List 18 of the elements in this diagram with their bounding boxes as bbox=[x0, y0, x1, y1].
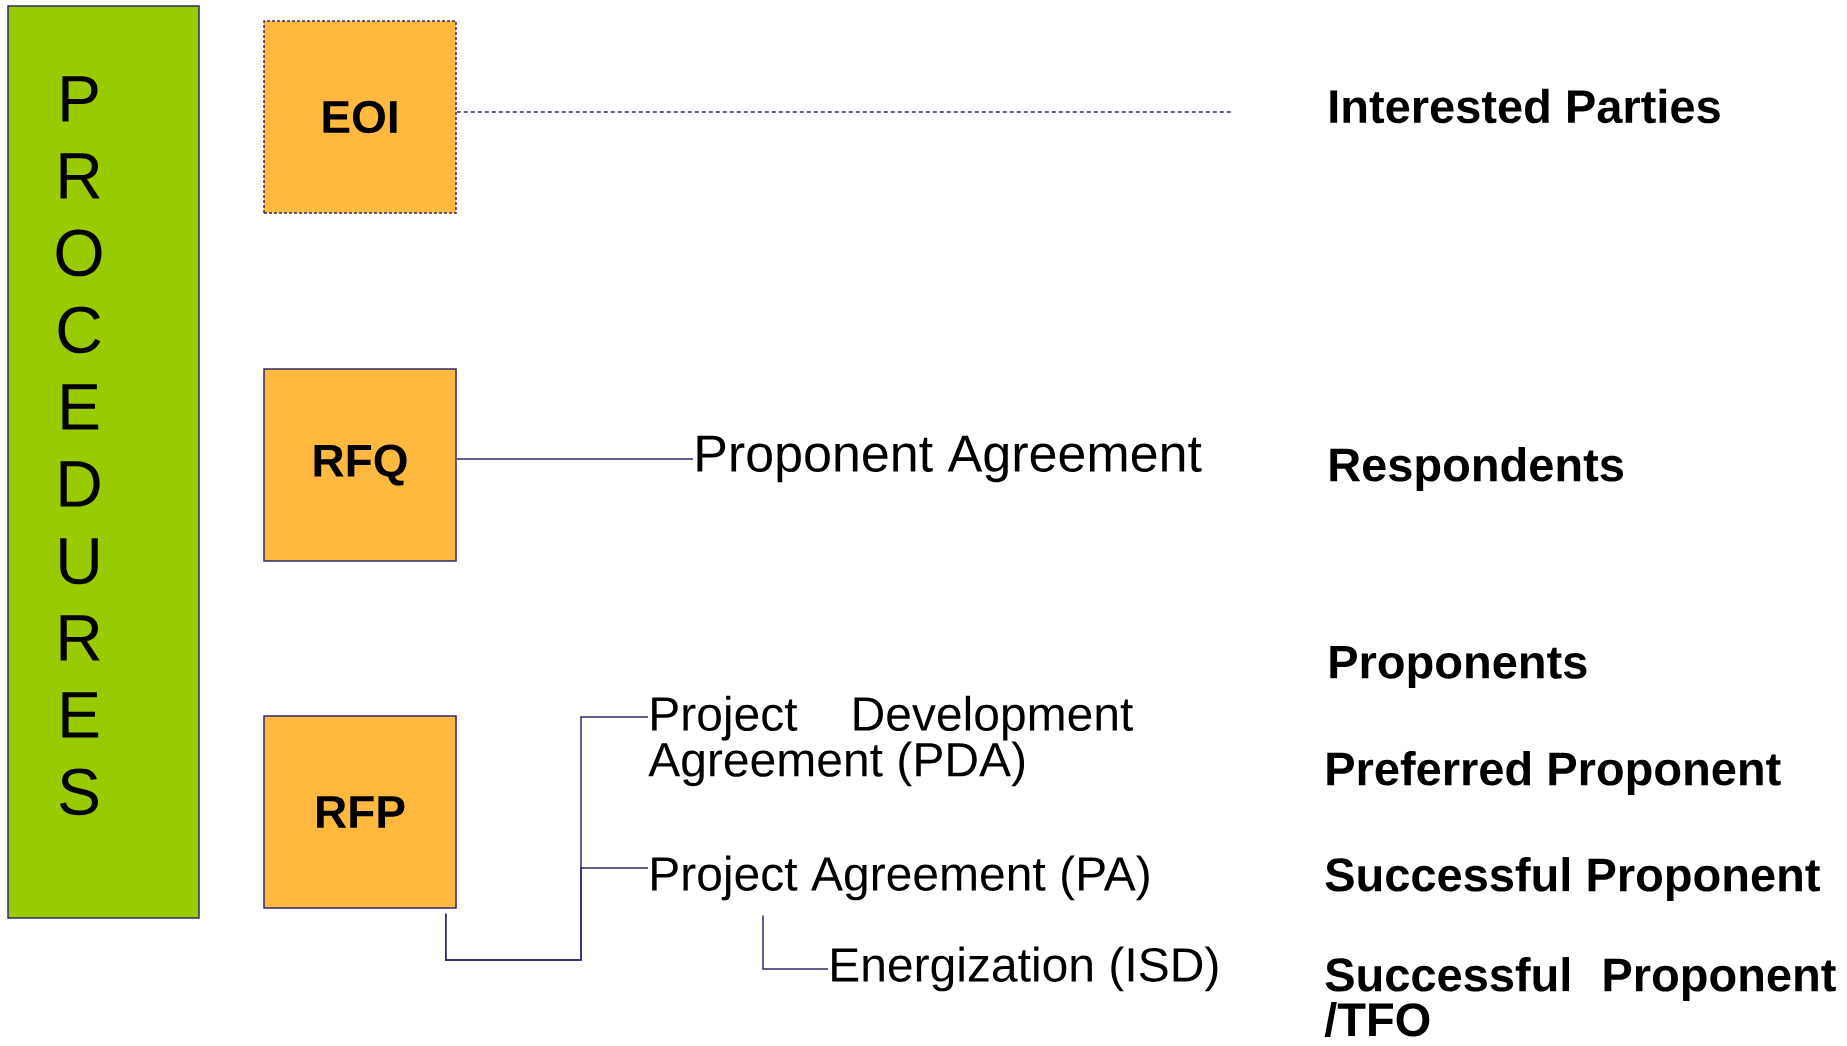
party-label: Successful Proponent bbox=[1325, 857, 1820, 901]
party-label: Interested Parties bbox=[1330, 88, 1720, 124]
agreement-text: Proponent Agreement bbox=[697, 435, 1202, 483]
agreement-text: Project Agreement (PA) bbox=[652, 855, 1149, 901]
party-label: Preferred Proponent bbox=[1327, 751, 1781, 795]
agreement-text: Project Development Agreement (PDA) bbox=[648, 695, 1133, 787]
stage-box: RFQ bbox=[263, 368, 457, 562]
party-label: Respondents bbox=[1330, 447, 1623, 491]
stage-box: EOI bbox=[263, 20, 457, 214]
stage-box: RFP bbox=[263, 715, 457, 909]
party-label: Proponents bbox=[1330, 645, 1587, 689]
party-label: Successful Proponent /TFO bbox=[1324, 957, 1836, 1037]
connector-line bbox=[456, 111, 1232, 113]
agreement-text: Energization (ISD) bbox=[832, 946, 1218, 992]
procedures-bar: PROCEDURES bbox=[7, 5, 200, 919]
connector-line bbox=[445, 867, 649, 961]
connector-line bbox=[762, 914, 829, 970]
connector-line bbox=[456, 458, 694, 460]
